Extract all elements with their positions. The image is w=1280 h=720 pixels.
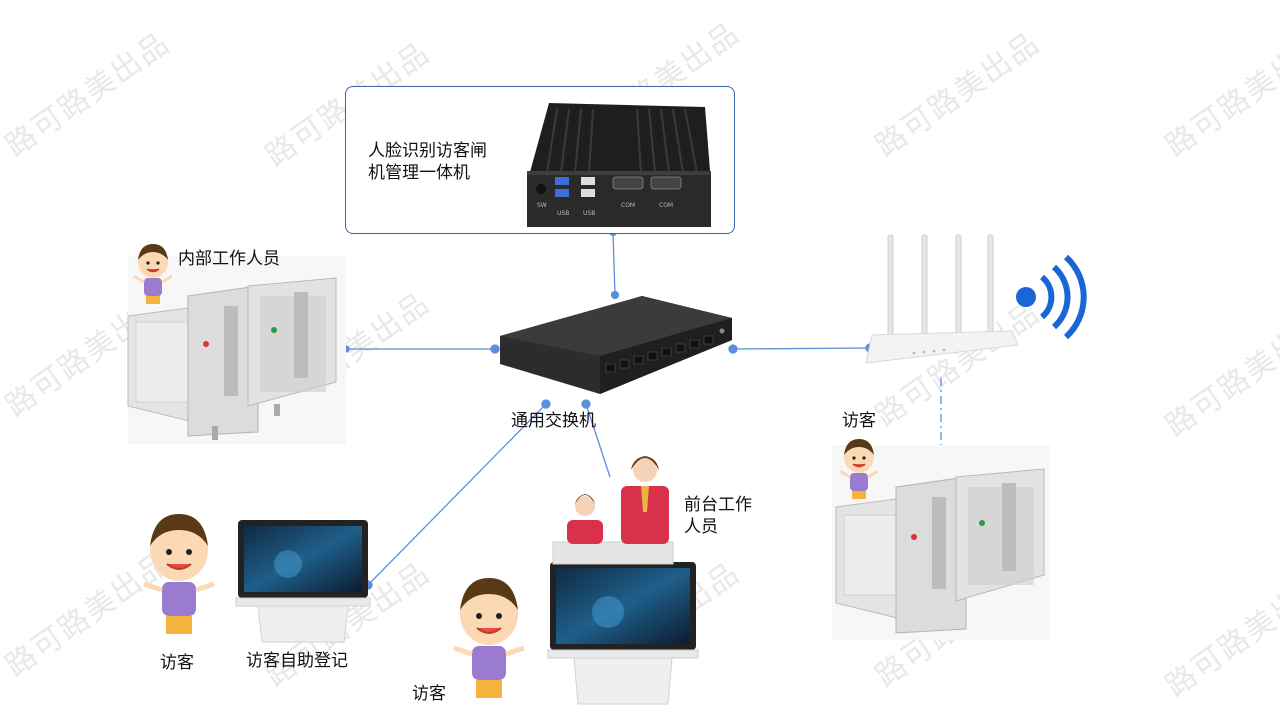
person-internal-staff-icon (133, 244, 173, 304)
link-dot (610, 290, 620, 300)
pc-label-line2: 机管理一体机 (368, 163, 470, 183)
front-desk-label: 前台工作 人员 (684, 494, 752, 538)
wifi-signal-icon (1016, 254, 1087, 340)
visitor-bottom-label: 访客 (412, 684, 446, 704)
visitor-left-label: 访客 (160, 653, 194, 673)
person-visitor-left-icon (143, 514, 215, 634)
link-dot (541, 399, 551, 409)
visitor-right-label: 访客 (842, 411, 876, 431)
link-dot (728, 344, 738, 354)
front-desk-label-line1: 前台工作 (684, 495, 752, 515)
pc-label-line1: 人脸识别访客闸 (368, 141, 487, 161)
link-dot (490, 344, 500, 354)
link-dot (581, 399, 591, 409)
port-label-usb2: USB (583, 210, 595, 217)
person-visitor-right-icon (839, 439, 879, 499)
front-desk-receptionists (552, 456, 674, 565)
port-label-sw: SW (537, 202, 547, 209)
port-label-com1: COM (621, 202, 635, 209)
turnstile-gate-left (127, 256, 346, 444)
turnstile-gate-right (832, 445, 1050, 640)
port-label-com2: COM (659, 202, 673, 209)
link-switch-kiosk (367, 403, 547, 586)
self-service-kiosk-desk (547, 562, 699, 705)
network-switch-device (500, 296, 732, 394)
mini-pc-device: SW USB USB COM COM (527, 103, 711, 227)
link-pc-switch (612, 231, 616, 296)
self-service-kiosk-left (235, 520, 371, 643)
switch-label: 通用交换机 (511, 411, 596, 431)
link-switch-router (732, 347, 871, 350)
link-switch-desk (585, 403, 611, 478)
kiosk-label: 访客自助登记 (246, 651, 348, 671)
pc-label: 人脸识别访客闸 机管理一体机 (368, 140, 487, 184)
wifi-router-device (865, 234, 1019, 364)
person-visitor-bottom-icon (453, 578, 525, 698)
front-desk-label-line2: 人员 (684, 517, 718, 537)
internal-staff-label: 内部工作人员 (178, 249, 280, 269)
port-label-usb1: USB (557, 210, 569, 217)
